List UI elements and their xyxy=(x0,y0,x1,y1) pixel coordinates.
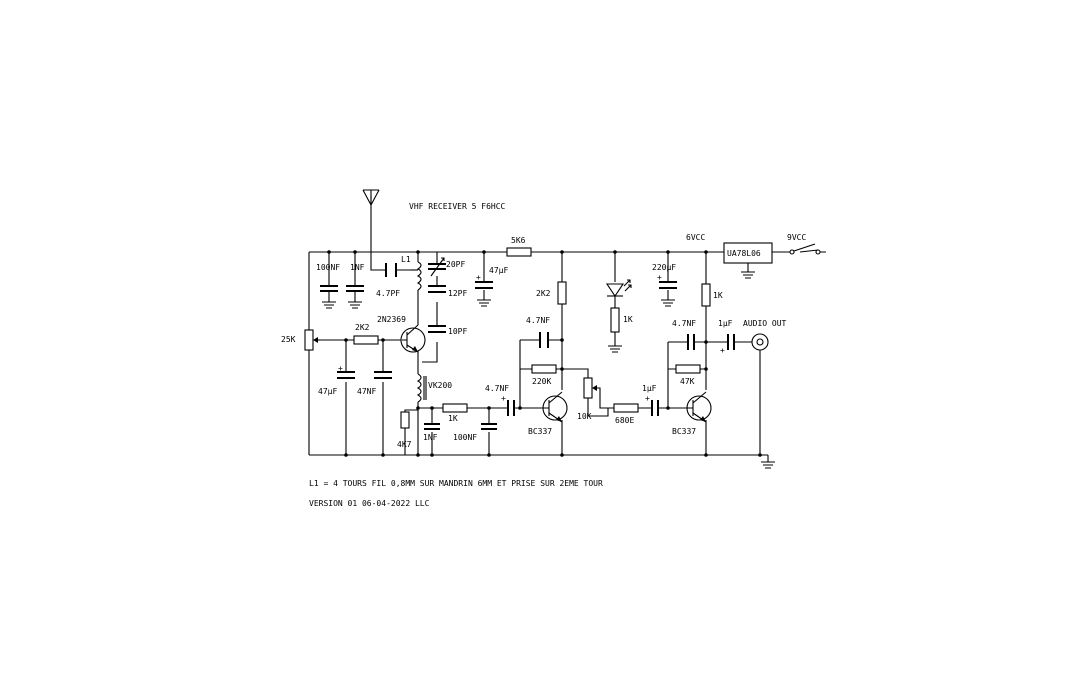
transistor-q2 xyxy=(540,391,568,423)
label-25k: 25K xyxy=(281,335,296,344)
capacitor-1uf-mid xyxy=(651,400,659,416)
note-coil: L1 = 4 TOURS FIL 0,8MM SUR MANDRIN 6MM E… xyxy=(309,479,603,488)
label-plus-4n7-in: + xyxy=(501,394,506,403)
label-4n7-in: 4.7NF xyxy=(485,384,509,393)
capacitor-10pf xyxy=(428,325,446,333)
transistor-q3 xyxy=(680,391,712,423)
label-1k-out: 1K xyxy=(713,291,723,300)
labels: VHF RECEIVER 5 F6HCC 100NF 1NF L1 4.7PF … xyxy=(281,202,806,508)
capacitor-1nf-bot xyxy=(424,423,440,430)
label-100nf-top: 100NF xyxy=(316,263,340,272)
label-1uf-mid: 1µF xyxy=(642,384,657,393)
label-9vcc: 9VCC xyxy=(787,233,806,242)
capacitor-12pf xyxy=(428,285,446,293)
label-2n2369: 2N2369 xyxy=(377,315,406,324)
capacitor-100nf-top xyxy=(320,285,338,309)
note-version: VERSION 01 06-04-2022 LLC xyxy=(309,499,430,508)
label-12pf: 12PF xyxy=(448,289,467,298)
potentiometer-10k xyxy=(583,377,597,399)
label-1k-led: 1K xyxy=(623,315,633,324)
antenna-icon xyxy=(362,189,380,206)
label-1uf-out: 1µF xyxy=(718,319,733,328)
capacitor-4n7-fb1 xyxy=(539,332,549,348)
label-bc337-q3: BC337 xyxy=(672,427,696,436)
capacitor-47uf-bot xyxy=(337,371,355,379)
label-2k2-base: 2K2 xyxy=(355,323,370,332)
label-1nf-bot: 1NF xyxy=(423,433,438,442)
label-4p7: 4.7PF xyxy=(376,289,400,298)
label-1nf-top: 1NF xyxy=(350,263,365,272)
label-680e: 680E xyxy=(615,416,634,425)
potentiometer-25k xyxy=(304,329,320,351)
label-4n7-fb1: 4.7NF xyxy=(526,316,550,325)
label-100nf-bot: 100NF xyxy=(453,433,477,442)
label-plus-1uf-out: + xyxy=(720,346,725,355)
components xyxy=(304,189,821,469)
resistor-47k xyxy=(675,364,701,374)
label-6vcc: 6VCC xyxy=(686,233,705,242)
label-47nf-bot: 47NF xyxy=(357,387,376,396)
led-icon xyxy=(605,279,632,297)
junctions xyxy=(327,250,762,457)
label-bc337-q2: BC337 xyxy=(528,427,552,436)
wires xyxy=(308,196,826,462)
audio-jack-icon xyxy=(751,333,769,351)
resistor-1k-led xyxy=(610,307,620,333)
resistor-5k6 xyxy=(506,247,532,257)
coil-l1 xyxy=(416,261,422,291)
label-plus-47uf-top: + xyxy=(476,273,481,282)
label-l1: L1 xyxy=(401,255,411,264)
capacitor-4p7 xyxy=(385,263,397,277)
label-audio-out: AUDIO OUT xyxy=(743,319,787,328)
choke-vk200 xyxy=(416,373,427,403)
resistor-1k-out xyxy=(701,283,711,307)
label-1k-mid: 1K xyxy=(448,414,458,423)
capacitor-1nf-top xyxy=(346,285,364,309)
transistor-q1 xyxy=(400,324,426,353)
capacitor-47uf-top xyxy=(475,281,493,307)
ground-icon xyxy=(761,461,775,469)
switch-icon xyxy=(789,243,821,255)
resistor-2k2-base xyxy=(353,335,379,345)
label-47uf-top: 47µF xyxy=(489,266,508,275)
resistor-1k-mid xyxy=(442,403,468,413)
label-regulator: UA78L06 xyxy=(727,249,761,258)
label-2k2-col: 2K2 xyxy=(536,289,551,298)
label-plus-47uf-bot: + xyxy=(338,364,343,373)
label-4k7: 4K7 xyxy=(397,440,412,449)
trimmer-20pf xyxy=(428,257,446,277)
capacitor-4n7-in xyxy=(507,400,515,416)
label-plus-1uf-mid: + xyxy=(645,394,650,403)
label-plus-220uf: + xyxy=(657,273,662,282)
capacitor-1uf-out xyxy=(727,334,735,350)
label-10pf: 10PF xyxy=(448,327,467,336)
capacitor-47nf-bot xyxy=(374,371,392,379)
resistor-680 xyxy=(613,403,639,413)
resistor-4k7 xyxy=(400,411,410,429)
label-220k: 220K xyxy=(532,377,551,386)
label-5k6: 5K6 xyxy=(511,236,526,245)
capacitor-100nf-bot xyxy=(481,423,497,430)
label-47uf-bot: 47µF xyxy=(318,387,337,396)
label-10k: 10K xyxy=(577,412,592,421)
resistor-2k2-col xyxy=(557,281,567,305)
regulator-ua78l06 xyxy=(723,242,773,264)
resistor-220k xyxy=(531,364,557,374)
label-220uf: 220µF xyxy=(652,263,676,272)
capacitor-4n7-fb2 xyxy=(687,334,695,350)
label-vk200: VK200 xyxy=(428,381,452,390)
label-47k: 47K xyxy=(680,377,695,386)
capacitor-220uf xyxy=(659,281,677,307)
label-20pf: 20PF xyxy=(446,260,465,269)
diagram-title: VHF RECEIVER 5 F6HCC xyxy=(409,202,506,211)
label-4n7-fb2: 4.7NF xyxy=(672,319,696,328)
